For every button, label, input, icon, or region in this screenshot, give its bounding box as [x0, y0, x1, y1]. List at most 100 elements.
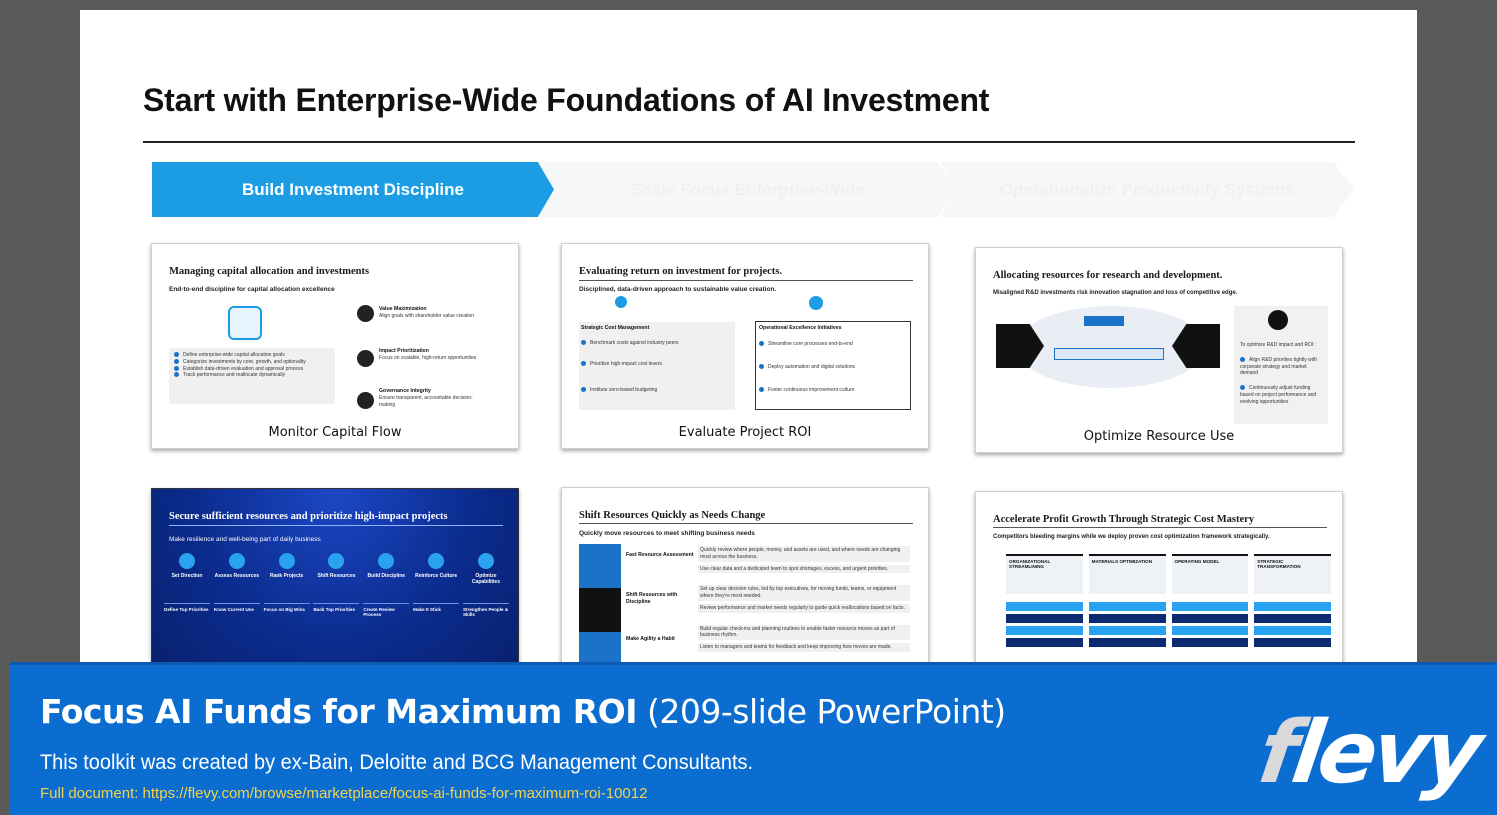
thumbnail-evaluate-project-roi[interactable]: Evaluating return on investment for proj…: [561, 243, 929, 449]
chevron-step-2: Scale Focus Enterprise-Wide: [538, 162, 958, 217]
rd-diagram-row: [1054, 348, 1164, 360]
framework-cell: [1254, 614, 1331, 623]
framework-cell: [1171, 626, 1249, 635]
step-subhead: Define Top Priorities: [164, 603, 210, 617]
thumbnail-caption: Optimize Resource Use: [976, 424, 1342, 452]
row-line: Quickly review where people, money, and …: [698, 546, 910, 562]
bullet-text: Categorize investments by core, growth, …: [183, 358, 306, 365]
step-item: Shift Resources: [313, 553, 359, 585]
thumbnail-subtitle: Make resilience and well-being part of d…: [169, 536, 321, 543]
step-item: Reinforce Culture: [413, 553, 459, 585]
thumbnail-rule: [579, 523, 913, 524]
promo-banner: Focus AI Funds for Maximum ROI (209-slid…: [10, 662, 1497, 815]
step-icon: [228, 553, 245, 569]
banner-title-light: (209-slide PowerPoint): [647, 692, 1006, 731]
bullet-text: Define enterprise-wide capital allocatio…: [183, 352, 285, 358]
step-icon: [477, 553, 494, 569]
thumbnail-title: Managing capital allocation and investme…: [169, 266, 370, 277]
step-label: Shift Resources: [317, 573, 356, 579]
step-subhead: Create Review Process: [363, 603, 410, 617]
step-item: Rank Projects: [264, 553, 310, 585]
bullet-text: Track performance and reallocate dynamic…: [183, 372, 286, 379]
framework-cell: [1254, 626, 1331, 635]
thumbnail-caption: Monitor Capital Flow: [152, 420, 518, 448]
flow-icon-box: [579, 588, 621, 632]
thumbnail-subtitle: End-to-end discipline for capital alloca…: [169, 286, 335, 293]
item-head: Governance Integrity: [379, 388, 431, 394]
item-head: Impact Prioritization: [379, 348, 429, 354]
framework-column-head: MATERIALS OPTIMIZATION: [1088, 554, 1166, 594]
item-text: Align goals with shareholder value creat…: [379, 313, 475, 320]
framework-column-cells: [1006, 602, 1083, 647]
framework-cell: [1088, 638, 1166, 647]
step-item: Optimize Capabilities: [463, 553, 509, 585]
thumbnail-caption: Evaluate Project ROI: [562, 420, 928, 448]
thumbnail-rule: [993, 527, 1327, 528]
thumbnail-accelerate-profit[interactable]: Accelerate Profit Growth Through Strateg…: [975, 491, 1343, 670]
row-line: Set up clear decision rules, led by top …: [698, 585, 910, 601]
step-label: Build Discipline: [367, 573, 406, 579]
step-row: Set Direction Assess Resources Rank Projec…: [164, 553, 509, 585]
governance-icon: [357, 392, 374, 409]
slide-title: Start with Enterprise-Wide Foundations o…: [143, 82, 990, 118]
framework-cell: [1171, 614, 1249, 623]
thumbnail-subtitle: Disciplined, data-driven approach to sus…: [579, 286, 777, 293]
list-item: Prioritize high-impact cost levers: [590, 360, 662, 367]
framework-grid: [1006, 602, 1331, 647]
list-item: Streamline core processes end-to-end: [768, 341, 853, 348]
document-link[interactable]: Full document: https://flevy.com/browse/…: [40, 785, 648, 802]
row-line: Build regular check-ins and planning rou…: [698, 624, 910, 640]
framework-column-cells: [1254, 602, 1331, 647]
banner-title-bold: Focus AI Funds for Maximum ROI: [40, 692, 638, 731]
step-subhead: Focus on Big Wins: [263, 603, 310, 617]
thumbnail-secure-resources[interactable]: Secure sufficient resources and prioriti…: [151, 488, 519, 670]
thumbnail-rule: [579, 280, 913, 281]
title-divider: [143, 141, 1355, 143]
framework-cell: [1006, 602, 1083, 611]
row-line: Review performance and market needs regu…: [698, 603, 910, 613]
thinking-icon: [809, 296, 823, 310]
gauge-icon-box: [579, 544, 621, 588]
list-item: Foster continuous improvement culture: [768, 386, 855, 393]
side-note: Align R&D priorities tightly with corpor…: [1240, 356, 1318, 377]
banner-title: Focus AI Funds for Maximum ROI (209-slid…: [40, 692, 1006, 731]
column-head: Strategic Cost Management: [581, 325, 650, 331]
flevy-logo[interactable]: flevy: [1252, 703, 1485, 803]
step-label: Rank Projects: [269, 573, 304, 579]
list-item: Institute zero-based budgeting: [590, 386, 658, 393]
list-item: Deploy automation and digital solutions: [768, 363, 855, 370]
person-icon: [615, 296, 627, 308]
step-label: Set Direction: [171, 573, 203, 579]
list-item: Benchmark costs against industry peers: [590, 340, 679, 347]
step-subhead: Make It Stick: [413, 603, 460, 617]
framework-cell: [1088, 626, 1166, 635]
step-item: Set Direction: [164, 553, 210, 585]
thumbnail-title: Secure sufficient resources and prioriti…: [169, 511, 448, 522]
bullet-text: Establish data-driven evaluation and app…: [183, 365, 304, 372]
framework-column-head: STRATEGIC TRANSFORMATION: [1254, 554, 1331, 594]
thumbnail-monitor-capital-flow[interactable]: Managing capital allocation and investme…: [151, 243, 519, 449]
framework-cell: [1254, 638, 1331, 647]
thumbnail-title: Shift Resources Quickly as Needs Change: [579, 510, 766, 521]
framework-cell: [1006, 614, 1083, 623]
step-item: Build Discipline: [363, 553, 409, 585]
thumbnail-shift-resources[interactable]: Shift Resources Quickly as Needs Change …: [561, 487, 929, 670]
step-icon: [428, 553, 445, 569]
step-icon: [179, 553, 195, 569]
step-item: Assess Resources: [214, 553, 260, 585]
step-label: Reinforce Culture: [415, 573, 458, 579]
step-label: Assess Resources: [214, 573, 260, 579]
framework-column-cells: [1171, 602, 1249, 647]
step-subhead: Back Top Priorities: [313, 603, 360, 617]
thumbnail-optimize-resource-use[interactable]: Allocating resources for research and de…: [975, 247, 1343, 453]
target-icon: [357, 305, 374, 322]
brain-icon: [1268, 310, 1288, 330]
step-icon: [378, 553, 395, 569]
side-note: Continuously adjust funding based on pro…: [1240, 385, 1317, 405]
row-head: Fast Resource Assessment: [626, 552, 694, 558]
banner-description: This toolkit was created by ex-Bain, Del…: [40, 751, 754, 774]
row-head: Make Agility a Habit: [626, 636, 675, 642]
framework-cell: [1171, 602, 1249, 611]
